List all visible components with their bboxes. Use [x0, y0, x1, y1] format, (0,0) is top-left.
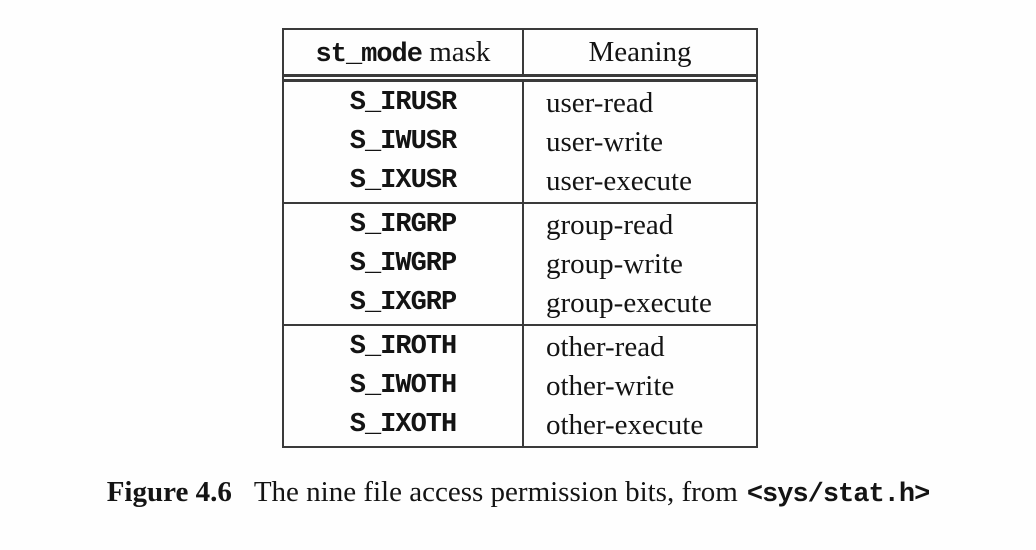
meaning-value: user-execute: [546, 164, 692, 197]
mask-value: S_IWGRP: [349, 248, 457, 279]
meaning-value: group-write: [546, 247, 683, 280]
mask-value: S_IWUSR: [349, 126, 457, 157]
figure-caption-text: The nine file access permission bits, fr…: [253, 476, 738, 508]
meaning-value: user-write: [546, 125, 663, 158]
mask-value: S_IRGRP: [349, 209, 457, 240]
mask-value: S_IROTH: [349, 331, 457, 362]
mask-column-other: S_IROTH S_IWOTH S_IXOTH: [284, 326, 524, 446]
figure-caption-label: Figure 4.6: [106, 476, 232, 508]
table-group-other: S_IROTH S_IWOTH S_IXOTH other-read other…: [284, 326, 756, 446]
meaning-value: other-execute: [546, 408, 704, 441]
header-mask-word: mask: [429, 36, 491, 68]
mask-value: S_IRUSR: [349, 87, 457, 118]
meaning-value: other-write: [546, 369, 675, 402]
table-group-user: S_IRUSR S_IWUSR S_IXUSR user-read user-w…: [284, 82, 756, 204]
header-st-mode-code: st_mode: [315, 40, 423, 70]
mask-value: S_IXUSR: [349, 165, 457, 196]
mask-column-group: S_IRGRP S_IWGRP S_IXGRP: [284, 204, 524, 324]
header-cell-st-mode-mask: st_mode mask: [284, 30, 524, 74]
mask-column-user: S_IRUSR S_IWUSR S_IXUSR: [284, 82, 524, 202]
header-cell-meaning: Meaning: [588, 36, 692, 68]
meaning-value: group-execute: [546, 286, 712, 319]
figure-caption: Figure 4.6 The nine file access permissio…: [0, 476, 1036, 510]
meaning-value: user-read: [546, 86, 654, 119]
mask-value: S_IXGRP: [349, 287, 457, 318]
mask-value: S_IXOTH: [349, 409, 457, 440]
mask-value: S_IWOTH: [349, 370, 457, 401]
meaning-column-user: user-read user-write user-execute: [524, 82, 756, 202]
figure-caption-code: <sys/stat.h>: [746, 480, 930, 510]
meaning-value: group-read: [546, 208, 674, 241]
table-group-group: S_IRGRP S_IWGRP S_IXGRP group-read group…: [284, 204, 756, 326]
meaning-column-other: other-read other-write other-execute: [524, 326, 756, 446]
meaning-column-group: group-read group-write group-execute: [524, 204, 756, 324]
meaning-value: other-read: [546, 330, 665, 363]
permission-bits-table: st_mode mask Meaning S_IRUSR S_IWUSR S_I…: [282, 28, 758, 448]
table-header-row: st_mode mask Meaning: [284, 30, 756, 82]
